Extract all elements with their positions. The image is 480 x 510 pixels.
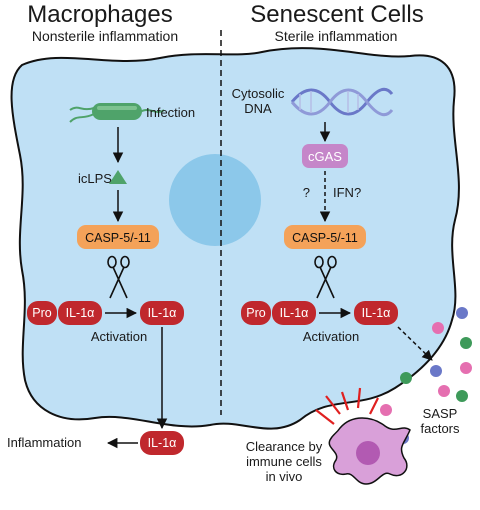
question-label: ? bbox=[303, 185, 310, 200]
left-il1a-pro-label: IL-1α bbox=[66, 306, 95, 320]
left-casp-box bbox=[77, 225, 159, 249]
right-casp-box bbox=[284, 225, 366, 249]
right-pro-box bbox=[241, 301, 271, 325]
immune-cell-icon bbox=[328, 417, 411, 485]
cgas-label: cGAS bbox=[308, 149, 342, 164]
right-scissors-icon bbox=[314, 255, 337, 299]
right-il1a-active-label: IL-1α bbox=[362, 306, 391, 320]
clearance-label-line1: Clearance by bbox=[246, 439, 323, 454]
lps-triangle-icon bbox=[109, 170, 127, 184]
sasp-label-line1: SASP bbox=[423, 406, 458, 421]
il1a-out-box bbox=[140, 431, 184, 455]
clearance-label-line3: in vivo bbox=[266, 469, 303, 484]
il1a-out-label: IL-1α bbox=[148, 436, 177, 450]
cgas-box bbox=[302, 144, 348, 168]
right-title: Senescent Cells bbox=[250, 1, 423, 28]
left-activation-label: Activation bbox=[91, 329, 147, 344]
left-casp-label: CASP-5/-11 bbox=[85, 231, 151, 245]
right-il1a-active-box bbox=[354, 301, 398, 325]
clearance-label-line2: immune cells bbox=[246, 454, 322, 469]
dna-label-line2: DNA bbox=[244, 101, 272, 116]
dna-helix-icon bbox=[290, 87, 394, 117]
arrow-sasp-release bbox=[397, 326, 433, 361]
left-il1a-active-label: IL-1α bbox=[148, 306, 177, 320]
left-pro-box bbox=[27, 301, 57, 325]
right-il1a-pro-box bbox=[272, 301, 316, 325]
left-il1a-active-box bbox=[140, 301, 184, 325]
right-activation-label: Activation bbox=[303, 329, 359, 344]
sasp-label-line2: factors bbox=[420, 421, 460, 436]
ifn-label: IFN? bbox=[333, 185, 361, 200]
dna-label-line1: Cytosolic bbox=[232, 86, 285, 101]
left-scissors-icon bbox=[107, 255, 130, 299]
nucleus bbox=[169, 154, 261, 246]
infection-label: Infection bbox=[146, 105, 195, 120]
bacterium-icon bbox=[69, 103, 165, 123]
inflammation-label: Inflammation bbox=[7, 435, 81, 450]
activity-marks bbox=[315, 387, 379, 425]
right-il1a-pro-label: IL-1α bbox=[280, 306, 309, 320]
left-subtitle: Nonsterile inflammation bbox=[32, 28, 178, 44]
right-casp-label: CASP-5/-11 bbox=[292, 231, 358, 245]
right-subtitle: Sterile inflammation bbox=[275, 28, 398, 44]
iclps-label: icLPS bbox=[78, 171, 112, 186]
left-pro-label: Pro bbox=[32, 306, 52, 320]
left-title: Macrophages bbox=[27, 1, 172, 28]
right-pro-label: Pro bbox=[246, 306, 266, 320]
left-il1a-pro-box bbox=[58, 301, 102, 325]
